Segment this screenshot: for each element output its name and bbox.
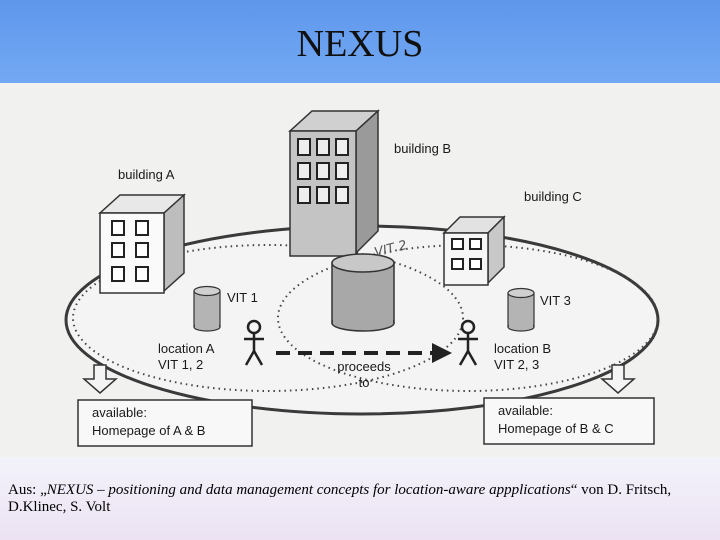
- building-c-label: building C: [524, 189, 582, 204]
- caption-bar: [0, 457, 720, 540]
- vit1-database: [193, 285, 221, 332]
- building-c: [442, 215, 506, 286]
- location-b-vits: VIT 2, 3: [494, 357, 539, 372]
- location-b-label: location B: [494, 341, 551, 356]
- available-box-a: [77, 399, 253, 447]
- title-bar: [0, 0, 720, 83]
- source-caption: Aus: „NEXUS – positioning and data manag…: [8, 482, 708, 516]
- zone-a-ellipse: [72, 244, 464, 392]
- box-a-homepage: Homepage of A & B: [92, 423, 205, 438]
- location-a-vits: VIT 1, 2: [158, 357, 203, 372]
- caption-paper-title: NEXUS – positioning and data management …: [46, 482, 571, 498]
- arrow-head: [432, 343, 452, 363]
- nexus-diagram: building A building B building C VIT 2 V…: [64, 109, 660, 447]
- person-b: [458, 319, 478, 366]
- down-arrow-right: [600, 364, 636, 394]
- caption-prefix: Aus: „: [8, 482, 47, 498]
- proceeds-label: proceeds: [337, 359, 391, 374]
- box-b-homepage: Homepage of B & C: [498, 421, 614, 436]
- box-a-available: available:: [92, 405, 147, 420]
- proceeds-to-label: to: [359, 375, 370, 390]
- slide-title: NEXUS: [296, 23, 424, 65]
- caption-authors: “ von D. Fritsch, D.Klinec, S. Volt: [8, 482, 672, 515]
- down-arrow-left: [82, 364, 118, 394]
- building-a-label: building A: [118, 167, 175, 182]
- building-a: [98, 193, 186, 294]
- building-b: [288, 109, 380, 257]
- person-a: [244, 319, 264, 366]
- location-a-label: location A: [158, 341, 215, 356]
- building-b-label: building B: [394, 141, 451, 156]
- vit3-database: [507, 287, 535, 332]
- box-b-available: available:: [498, 403, 553, 418]
- vit3-label: VIT 3: [540, 293, 571, 308]
- vit2-database: [331, 253, 395, 332]
- available-box-b: [483, 397, 655, 445]
- vit1-label: VIT 1: [227, 290, 258, 305]
